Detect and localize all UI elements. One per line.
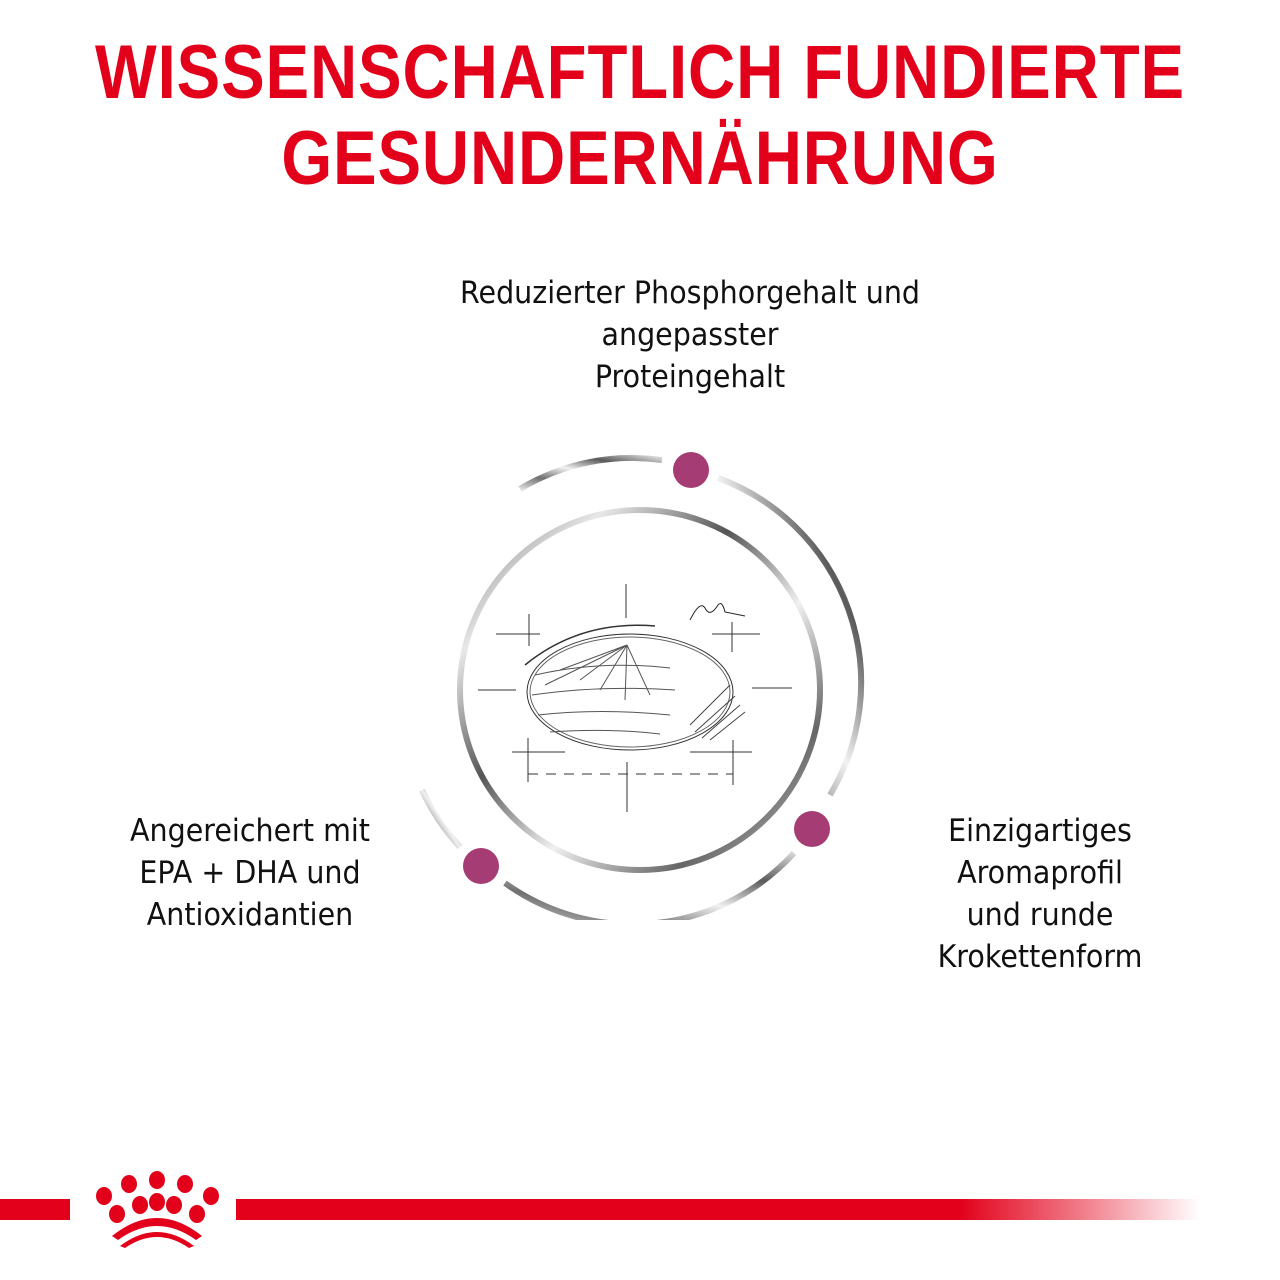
- headline: WISSENSCHAFTLICH FUNDIERTE GESUNDERNÄHRU…: [90, 30, 1191, 202]
- benefit-line: Angereichert mit: [130, 813, 370, 849]
- benefit-epa-dha: Angereichert mit EPA + DHA und Antioxida…: [75, 810, 425, 936]
- benefit-line: angepasster: [601, 317, 779, 353]
- benefit-aroma-kibble: Einzigartiges Aromaprofil und runde Krok…: [893, 810, 1187, 978]
- orbit-diagram: [419, 452, 865, 920]
- benefit-line: Aromaprofil: [957, 855, 1123, 891]
- benefit-line: Krokettenform: [937, 939, 1143, 975]
- inner-ring: [457, 507, 823, 873]
- benefit-line: und runde: [966, 897, 1114, 933]
- headline-line-2: GESUNDERNÄHRUNG: [281, 116, 999, 201]
- footer-bar-right: [236, 1199, 1200, 1220]
- outer-ring-arc-left: [419, 788, 463, 850]
- outer-ring-arc-top: [518, 454, 663, 492]
- outer-ring-arc-bottom: [503, 850, 797, 920]
- benefit-line: Einzigartiges: [948, 813, 1132, 849]
- headline-line-1: WISSENSCHAFTLICH FUNDIERTE: [95, 30, 1185, 115]
- accent-dot-left: [463, 848, 499, 884]
- accent-dot-top: [673, 452, 709, 488]
- benefit-phosphor-protein: Reduzierter Phosphorgehalt und angepasst…: [368, 272, 1012, 398]
- benefit-line: Reduzierter Phosphorgehalt und: [459, 275, 920, 311]
- footer-bar-left: [0, 1199, 70, 1220]
- benefit-line: Proteingehalt: [594, 359, 786, 395]
- benefit-line: Antioxidantien: [146, 897, 354, 933]
- kibble-sketch-icon: [478, 584, 792, 812]
- benefit-line: EPA + DHA und: [139, 855, 361, 891]
- outer-ring-arc-right: [716, 475, 865, 797]
- royal-canin-crown-icon: [96, 1171, 219, 1248]
- accent-dot-right: [794, 811, 830, 847]
